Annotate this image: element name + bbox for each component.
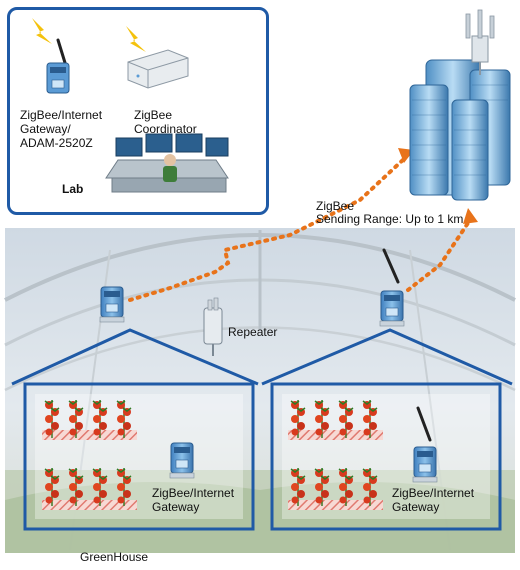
zigbee-link-right	[406, 208, 478, 292]
right-gateway-device	[412, 406, 438, 483]
greenhouse-left-outline	[11, 328, 259, 531]
right-gateway-label: ZigBee/Internet Gateway	[392, 486, 475, 514]
greenhouse-background	[4, 228, 516, 553]
lab-panel: ZigBee/Internet Gateway/ ADAM-2520Z ZigB…	[7, 7, 269, 215]
sending-range-label: Sending Range: Up to 1 km	[316, 212, 464, 226]
tomato-rows-right	[288, 399, 383, 510]
repeater-device	[203, 297, 223, 356]
left-gateway-device	[169, 442, 195, 479]
lab-coordinator-label: ZigBee Coordinator	[134, 108, 197, 136]
lab-title: Lab	[62, 182, 84, 196]
repeater-label: Repeater	[228, 325, 278, 339]
lightning-icon	[32, 18, 52, 44]
office-building	[409, 9, 511, 201]
zigbee-protocol-label: ZigBee	[316, 199, 355, 213]
greenhouse-title: GreenHouse	[80, 550, 149, 564]
router-right-device	[379, 248, 405, 327]
left-gateway-label: ZigBee/Internet Gateway	[152, 486, 235, 514]
lab-gateway-label: ZigBee/Internet Gateway/ ADAM-2520Z	[20, 108, 103, 150]
tomato-rows-left	[42, 399, 137, 510]
lab-illustration	[32, 18, 229, 193]
router-left-device	[99, 286, 125, 323]
control-room-icon	[105, 133, 229, 193]
lightning-icon	[126, 26, 146, 52]
